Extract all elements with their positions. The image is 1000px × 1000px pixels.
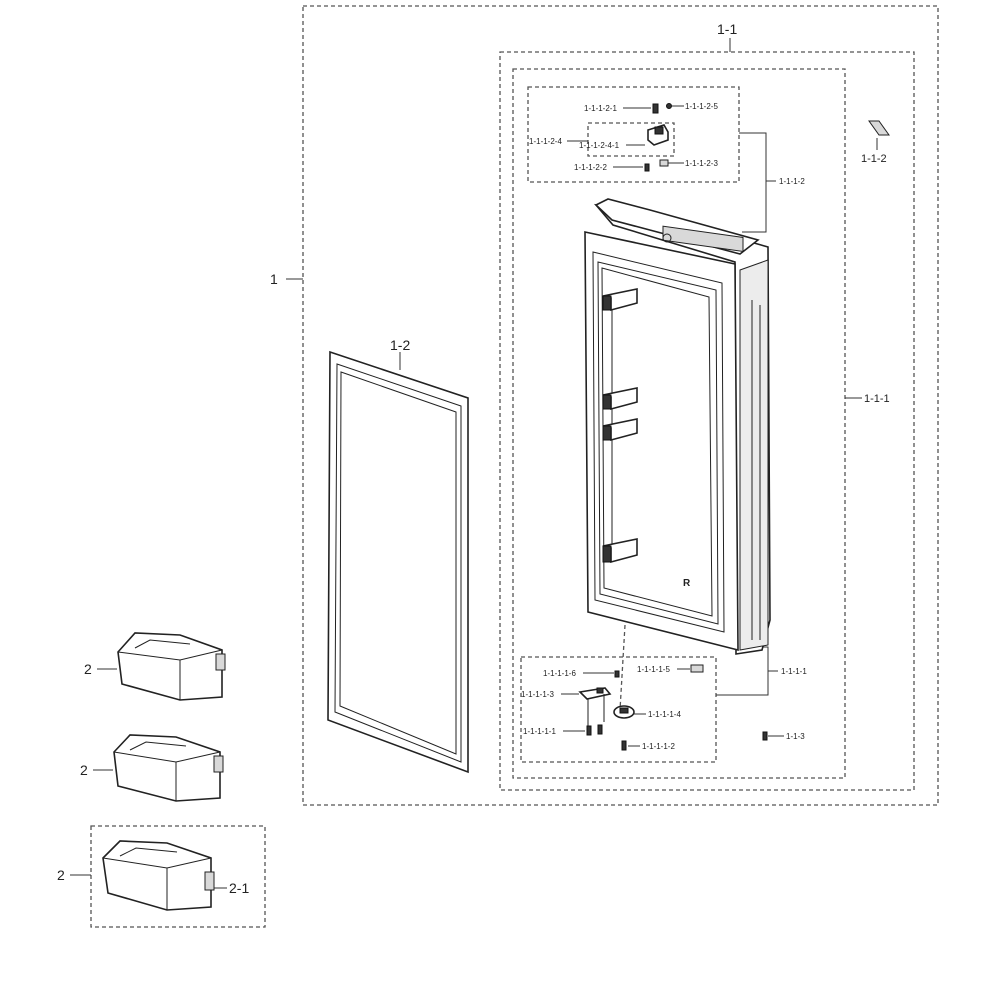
- label-bin-c: 2: [57, 867, 65, 883]
- label-1-1-1-2-5: 1-1-1-2-5: [685, 102, 718, 111]
- pin-1-1-1-1-6: [614, 670, 620, 678]
- label-1-1-1-2-2: 1-1-1-2-2: [574, 163, 607, 172]
- shelf-bracket-4: [602, 538, 638, 564]
- screw-1-1-1-2-5: [666, 103, 672, 109]
- label-1-1-1-2-3: 1-1-1-2-3: [685, 159, 718, 168]
- label-bin-b: 2: [80, 762, 88, 778]
- label-1-1-1-1-4: 1-1-1-1-4: [648, 710, 681, 719]
- door-bin-1: [117, 632, 226, 701]
- assembly-dashed-axis: [619, 624, 626, 711]
- cap-1-1-2: [868, 120, 890, 136]
- group-box-2-1: [90, 825, 266, 928]
- label-1-1-1-1-6: 1-1-1-1-6: [543, 669, 576, 678]
- label-1: 1: [270, 271, 278, 287]
- label-1-1-1-2-4-1: 1-1-1-2-4-1: [579, 141, 620, 150]
- label-1-1-1-1: 1-1-1-1: [781, 667, 807, 676]
- shelf-bracket-2: [602, 387, 638, 411]
- label-1-1-2: 1-1-2: [861, 153, 887, 165]
- door-mark: R: [683, 578, 691, 589]
- group-box-1-1-1-2: [527, 86, 740, 183]
- label-1-1-1-1-3: 1-1-1-1-3: [521, 690, 554, 699]
- group-box-1-1-1-1: [520, 656, 717, 763]
- door-assembly: R: [584, 198, 771, 655]
- group-box-1-1-1-2-4: [587, 122, 675, 157]
- screw-1-1-3: [762, 731, 768, 741]
- screw-1-1-1-2-2: [644, 163, 650, 172]
- hinge-1-1-1-2-4-1: [647, 124, 669, 146]
- group-box-1-1-1: [512, 68, 846, 779]
- label-1-1-1-2-1: 1-1-1-2-1: [584, 104, 617, 113]
- shelf-bracket-1: [602, 288, 638, 312]
- label-1-1-1-1-2: 1-1-1-1-2: [642, 742, 675, 751]
- label-1-1-1-2: 1-1-1-2: [779, 177, 805, 186]
- label-bin-a: 2: [84, 661, 92, 677]
- door-bin-2: [113, 734, 224, 802]
- shelf-bracket-3: [602, 418, 638, 442]
- bracket-1-1-1-1-3: [578, 687, 612, 726]
- leader-1-1-1-2: [739, 132, 767, 233]
- label-1-1-3: 1-1-3: [786, 732, 805, 741]
- clip-1-1-1-2-3: [659, 159, 669, 167]
- label-1-1-1-1-5: 1-1-1-1-5: [637, 665, 670, 674]
- clip-1-1-1-1-5: [690, 664, 704, 673]
- group-box-1: [302, 5, 939, 806]
- label-1-2: 1-2: [390, 337, 410, 353]
- label-1-1-1-1-1: 1-1-1-1-1: [523, 727, 556, 736]
- group-box-1-1: [499, 51, 915, 791]
- label-1-1-1: 1-1-1: [864, 393, 890, 405]
- screw-1-1-1-1-2: [621, 740, 627, 751]
- door-gasket: [327, 350, 469, 774]
- door-bin-3: [102, 840, 215, 911]
- label-2-1: 2-1: [229, 880, 249, 896]
- label-1-1: 1-1: [717, 21, 737, 37]
- label-1-1-1-2-4: 1-1-1-2-4: [529, 137, 562, 146]
- screw-1-1-1-2-1: [652, 103, 659, 114]
- hinge-cam-1-1-1-1-4: [613, 705, 635, 719]
- leader-1-1-1-1: [716, 646, 769, 696]
- screws-1-1-1-1-1: [586, 724, 603, 736]
